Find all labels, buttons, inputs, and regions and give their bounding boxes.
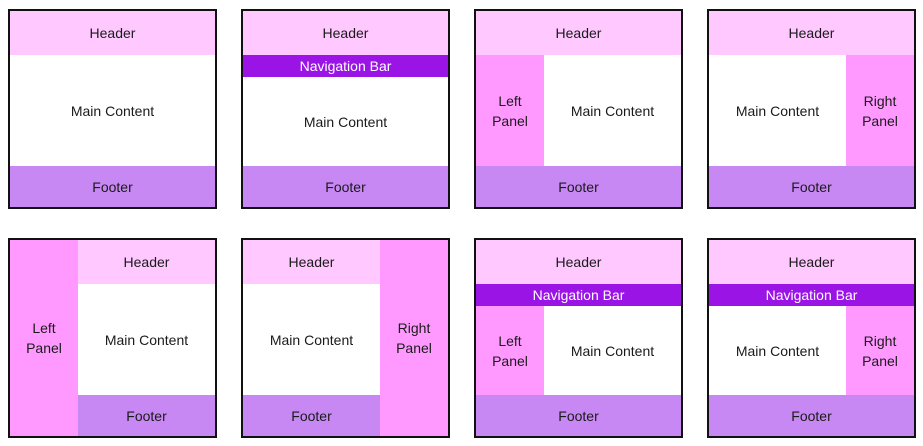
header-region: Header <box>78 240 215 284</box>
layout-diagram-8: Header Navigation Bar Main Content Right… <box>707 238 916 438</box>
navigation-bar-region: Navigation Bar <box>476 284 681 306</box>
footer-region: Footer <box>476 166 681 207</box>
header-region: Header <box>476 240 681 284</box>
main-content-region: Main Content <box>709 55 846 166</box>
main-content-region: Main Content <box>544 306 681 395</box>
layout-diagram-1: Header Main Content Footer <box>8 9 217 209</box>
header-region: Header <box>476 11 681 55</box>
footer-region: Footer <box>10 166 215 207</box>
main-content-region: Main Content <box>709 306 846 395</box>
header-region: Header <box>10 11 215 55</box>
footer-region: Footer <box>243 166 448 207</box>
main-content-region: Main Content <box>243 284 380 395</box>
main-content-region: Main Content <box>243 77 448 166</box>
layout-diagram-2: Header Navigation Bar Main Content Foote… <box>241 9 450 209</box>
header-region: Header <box>243 240 380 284</box>
footer-region: Footer <box>709 166 914 207</box>
footer-region: Footer <box>476 395 681 436</box>
header-region: Header <box>709 11 914 55</box>
footer-region: Footer <box>78 395 215 436</box>
header-region: Header <box>709 240 914 284</box>
main-content-region: Main Content <box>78 284 215 395</box>
navigation-bar-region: Navigation Bar <box>243 55 448 77</box>
navigation-bar-region: Navigation Bar <box>709 284 914 306</box>
footer-region: Footer <box>243 395 380 436</box>
main-content-region: Main Content <box>10 55 215 166</box>
main-content-region: Main Content <box>544 55 681 166</box>
footer-region: Footer <box>709 395 914 436</box>
header-region: Header <box>243 11 448 55</box>
